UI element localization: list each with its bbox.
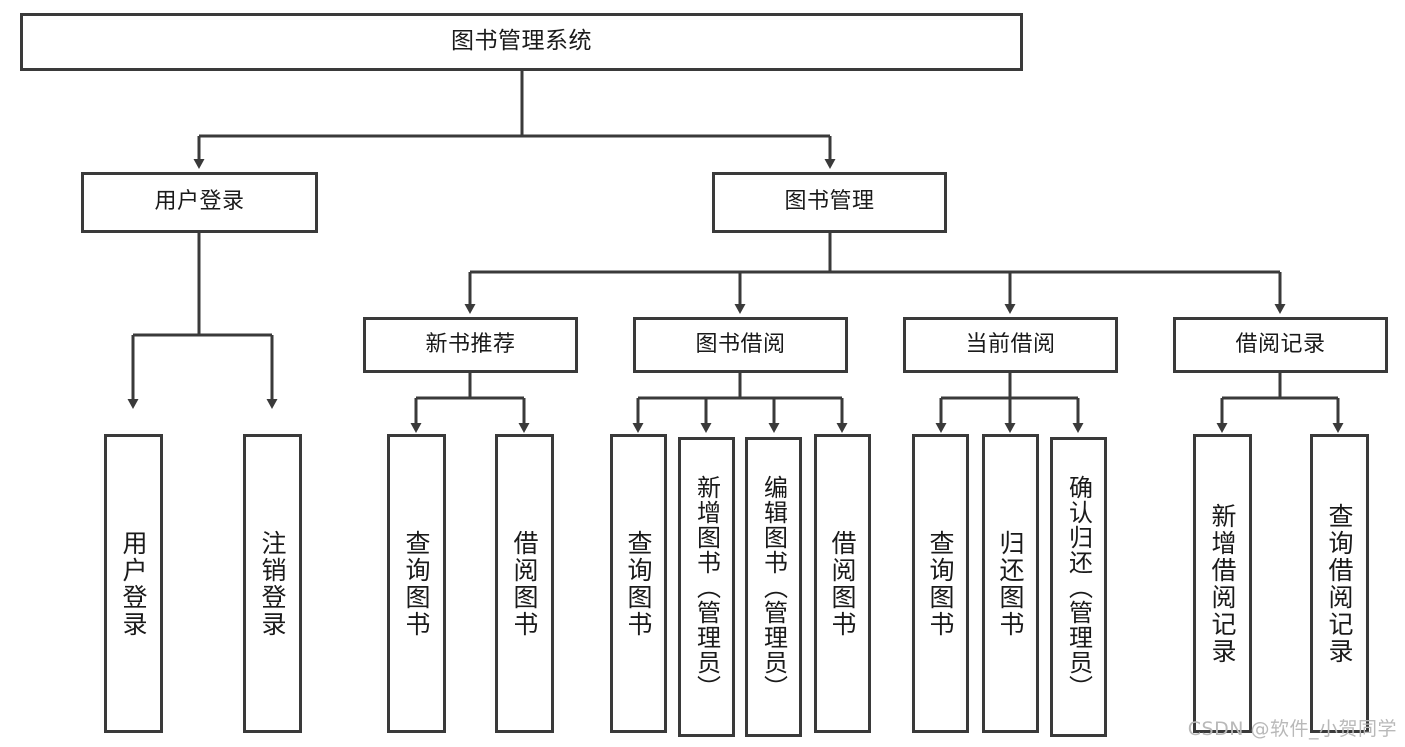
node-label: 注销登录 xyxy=(258,529,287,638)
node-book-borrow[interactable]: 图书借阅 xyxy=(633,317,848,373)
node-root-system[interactable]: 图书管理系统 xyxy=(20,13,1023,71)
leaf-query-book-borrow[interactable]: 查询图书 xyxy=(610,434,667,733)
node-label: 图书管理 xyxy=(784,189,875,215)
leaf-query-book-recommend[interactable]: 查询图书 xyxy=(387,434,446,733)
leaf-query-book-current[interactable]: 查询图书 xyxy=(912,434,969,733)
node-borrow-record[interactable]: 借阅记录 xyxy=(1173,317,1388,373)
node-label: 图书借阅 xyxy=(695,331,786,357)
node-label: 借阅图书 xyxy=(828,529,857,638)
node-label: 新增借阅记录 xyxy=(1208,502,1237,665)
node-book-manage[interactable]: 图书管理 xyxy=(712,172,947,233)
node-label: 借阅图书 xyxy=(510,529,539,638)
leaf-add-borrow-record[interactable]: 新增借阅记录 xyxy=(1193,434,1252,733)
node-label: 编辑图书（管理员） xyxy=(759,474,788,700)
node-label: 图书管理系统 xyxy=(451,28,592,55)
node-label: 归还图书 xyxy=(996,529,1025,638)
leaf-return-book[interactable]: 归还图书 xyxy=(982,434,1039,733)
leaf-user-login[interactable]: 用户登录 xyxy=(104,434,163,733)
node-label: 查询借阅记录 xyxy=(1325,502,1354,665)
leaf-add-book[interactable]: 新增图书（管理员） xyxy=(678,437,735,737)
node-user-login[interactable]: 用户登录 xyxy=(81,172,318,233)
node-current-borrow[interactable]: 当前借阅 xyxy=(903,317,1118,373)
node-label: 借阅记录 xyxy=(1235,331,1326,357)
node-label: 用户登录 xyxy=(154,189,245,215)
node-label: 确认归还（管理员） xyxy=(1064,474,1093,700)
watermark-text: CSDN @软件_小贺同学 xyxy=(1187,718,1397,740)
node-new-book-recommend[interactable]: 新书推荐 xyxy=(363,317,578,373)
node-label: 新书推荐 xyxy=(425,331,516,357)
node-label: 查询图书 xyxy=(624,529,653,638)
leaf-edit-book[interactable]: 编辑图书（管理员） xyxy=(745,437,802,737)
leaf-query-borrow-record[interactable]: 查询借阅记录 xyxy=(1310,434,1369,733)
leaf-confirm-return[interactable]: 确认归还（管理员） xyxy=(1050,437,1107,737)
node-label: 查询图书 xyxy=(402,529,431,638)
node-label: 查询图书 xyxy=(926,529,955,638)
leaf-borrow-book-borrow[interactable]: 借阅图书 xyxy=(814,434,871,733)
node-label: 当前借阅 xyxy=(965,331,1056,357)
node-label: 用户登录 xyxy=(119,529,148,638)
node-label: 新增图书（管理员） xyxy=(692,474,721,700)
leaf-borrow-book-recommend[interactable]: 借阅图书 xyxy=(495,434,554,733)
leaf-logout-login[interactable]: 注销登录 xyxy=(243,434,302,733)
